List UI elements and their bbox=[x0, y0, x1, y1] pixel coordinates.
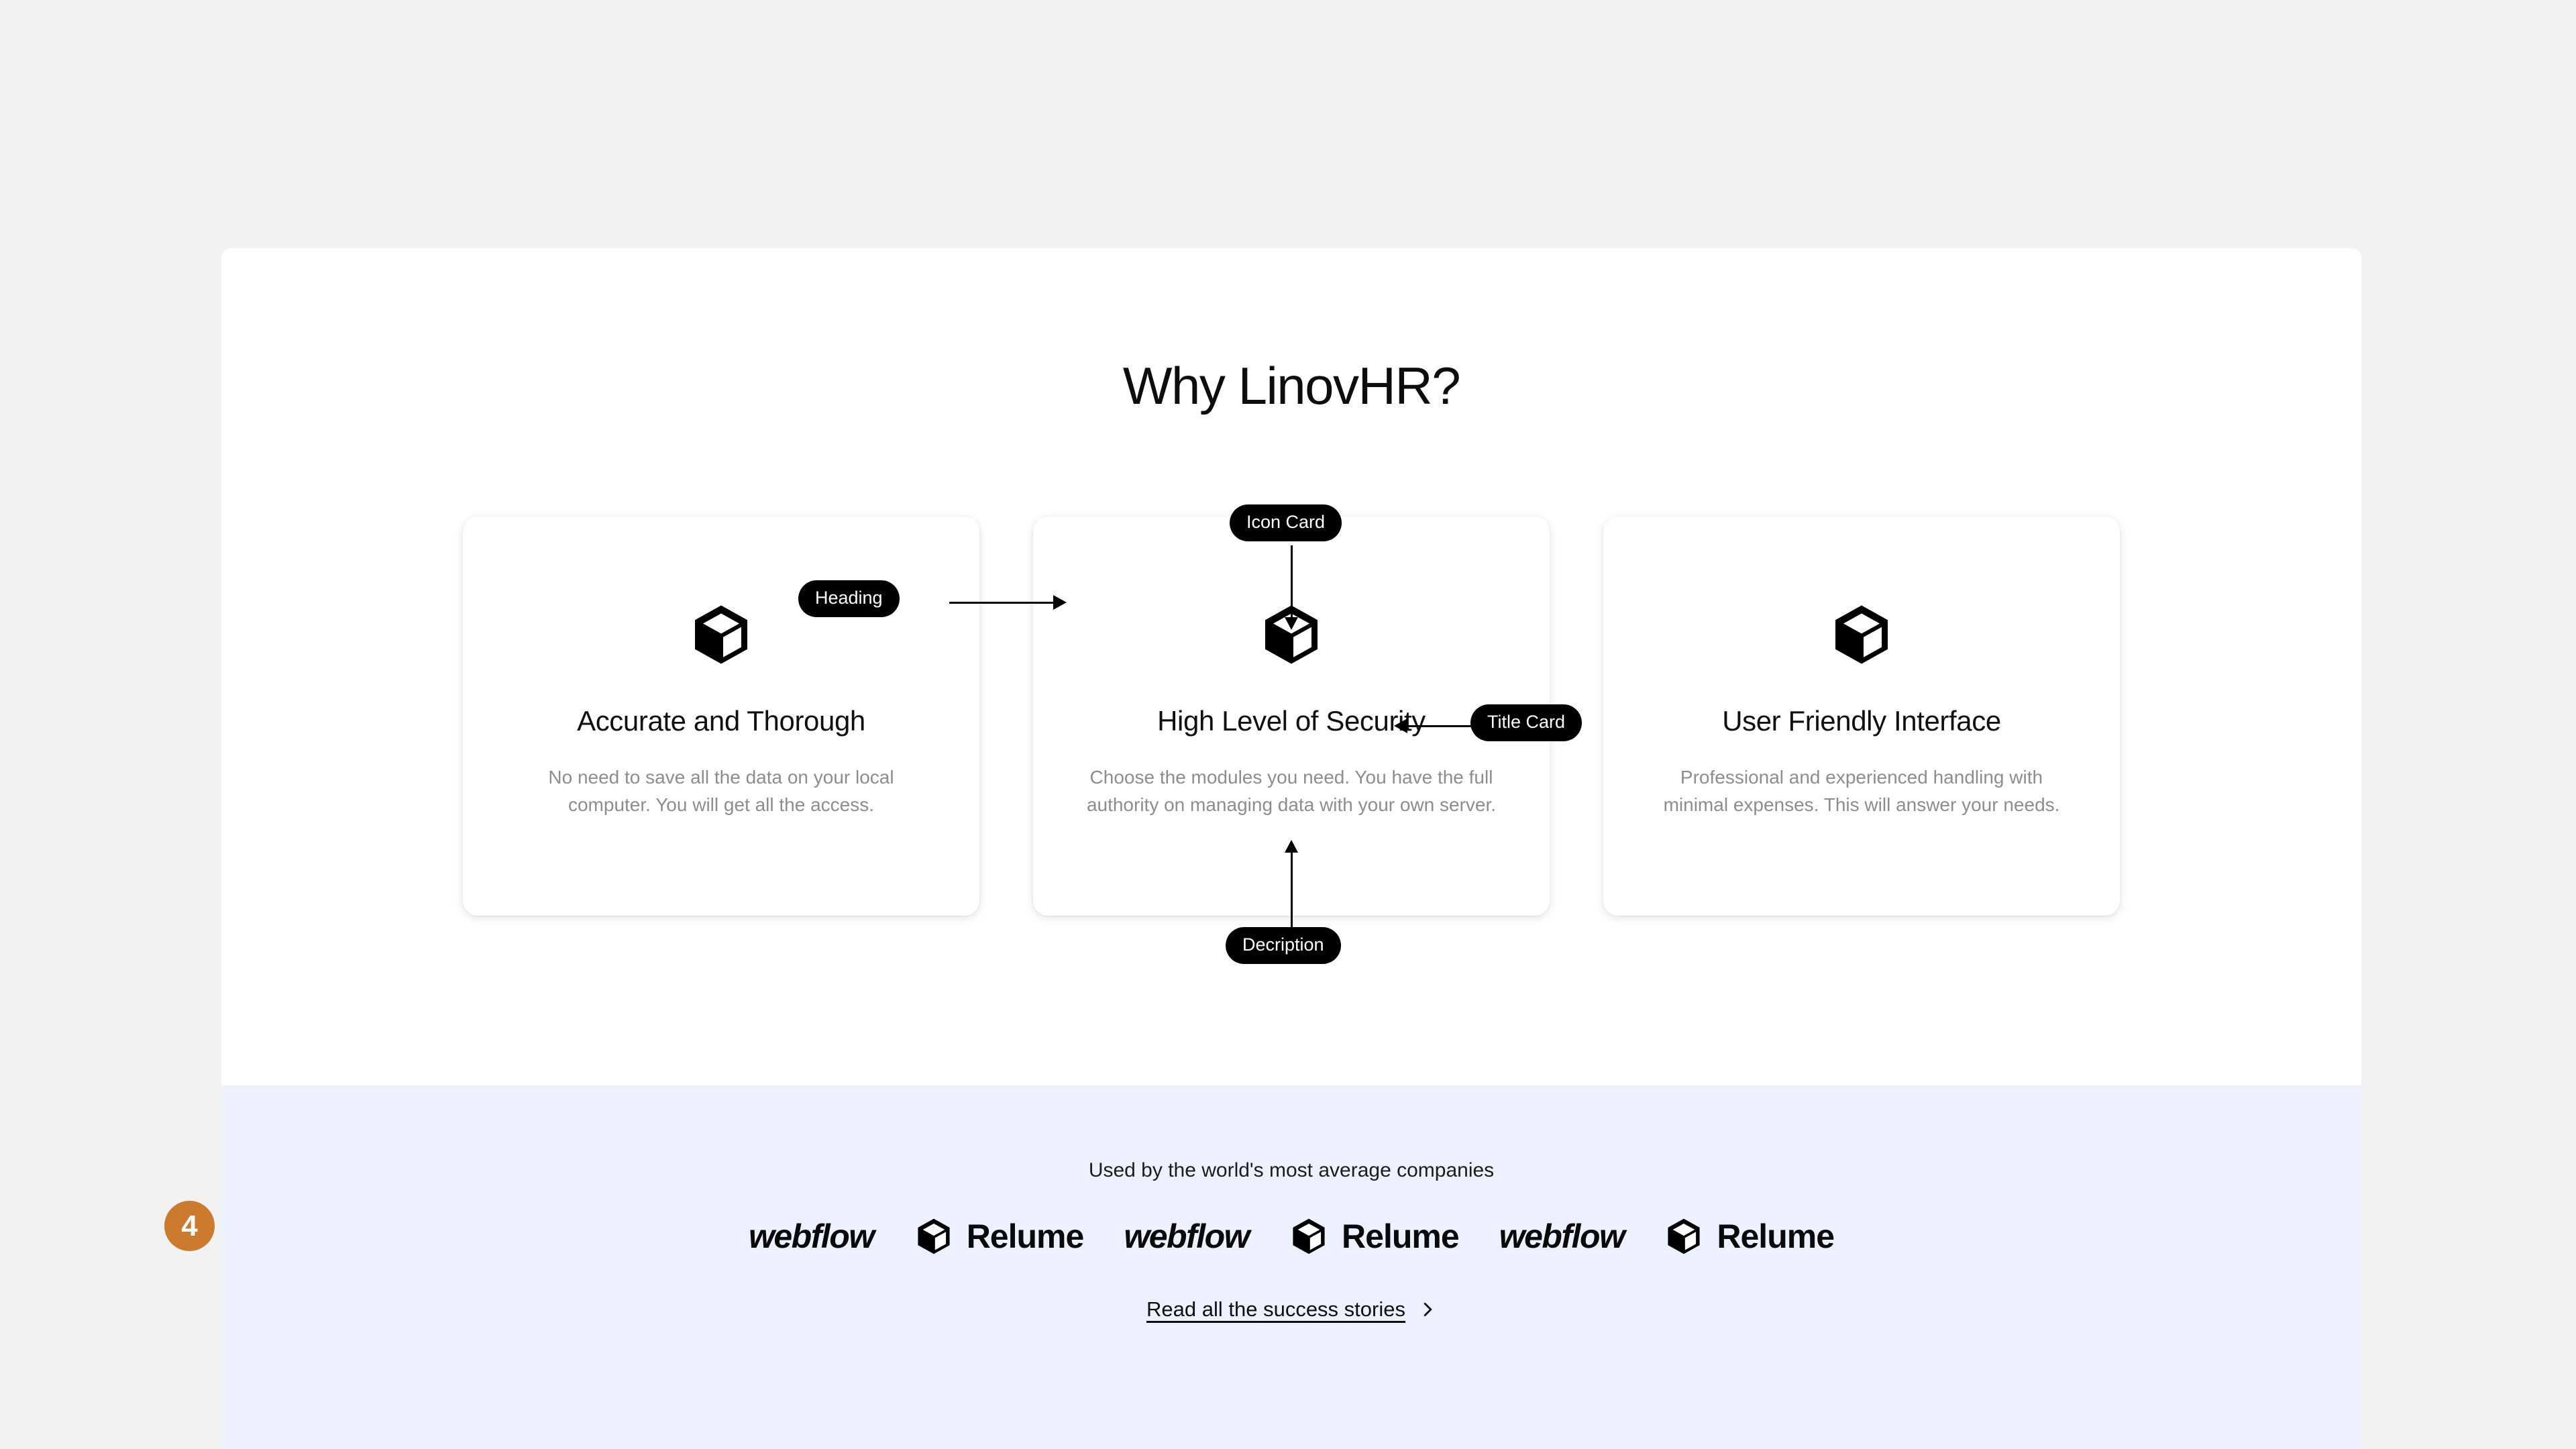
client-logo-webflow[interactable]: webflow bbox=[1124, 1217, 1250, 1256]
cube-icon bbox=[1835, 605, 1888, 664]
annotation-pill-title-card: Title Card bbox=[1470, 704, 1582, 741]
annotation-arrowhead-description bbox=[1285, 840, 1298, 853]
webflow-wordmark: webflow bbox=[748, 1218, 875, 1255]
annotation-line-title-card bbox=[1407, 725, 1474, 727]
annotation-pill-heading: Heading bbox=[798, 580, 900, 617]
feature-card-title: User Friendly Interface bbox=[1722, 705, 2001, 737]
cube-icon bbox=[918, 1218, 950, 1254]
client-logo-webflow[interactable]: webflow bbox=[748, 1217, 875, 1256]
feature-card-description: Professional and experienced handling wi… bbox=[1663, 767, 2060, 815]
success-stories-row: Read all the success stories bbox=[221, 1297, 2361, 1322]
clients-section: Used by the world's most average compani… bbox=[221, 1085, 2361, 1449]
client-logo-row: webflow Relume webflow Relume webflow bbox=[221, 1217, 2361, 1256]
annotation-arrowhead-title-card bbox=[1394, 718, 1407, 733]
feature-card-title: High Level of Security bbox=[1157, 705, 1426, 737]
annotation-arrowhead-icon-card bbox=[1285, 617, 1298, 630]
cube-icon bbox=[1265, 605, 1318, 664]
cube-icon bbox=[1668, 1218, 1700, 1254]
client-logo-relume[interactable]: Relume bbox=[914, 1217, 1084, 1256]
feature-card-description: No need to save all the data on your loc… bbox=[548, 767, 894, 815]
annotation-line-description bbox=[1291, 852, 1293, 927]
feature-card[interactable]: User Friendly Interface Professional and… bbox=[1603, 517, 2120, 916]
cube-icon bbox=[695, 605, 747, 664]
annotation-pill-icon-card: Icon Card bbox=[1230, 504, 1342, 541]
client-logo-webflow[interactable]: webflow bbox=[1499, 1217, 1625, 1256]
annotation-pill-description: Decription bbox=[1226, 927, 1341, 964]
annotation-line-heading bbox=[949, 602, 1053, 604]
cube-icon bbox=[1293, 1218, 1325, 1254]
client-logo-relume[interactable]: Relume bbox=[1664, 1217, 1835, 1256]
page-title: Why LinovHR? bbox=[1122, 356, 1461, 415]
webflow-wordmark: webflow bbox=[1499, 1218, 1625, 1255]
relume-wordmark: Relume bbox=[966, 1218, 1085, 1255]
annotation-arrowhead-heading bbox=[1053, 595, 1067, 610]
relume-wordmark: Relume bbox=[1717, 1218, 1835, 1255]
feature-card-description: Choose the modules you need. You have th… bbox=[1086, 767, 1497, 815]
success-stories-link[interactable]: Read all the success stories bbox=[1146, 1297, 1405, 1321]
chevron-right-icon[interactable] bbox=[1419, 1301, 1436, 1318]
feature-card-title: Accurate and Thorough bbox=[577, 705, 865, 737]
client-logo-relume[interactable]: Relume bbox=[1289, 1217, 1460, 1256]
clients-caption: Used by the world's most average compani… bbox=[1088, 1159, 1495, 1181]
annotation-line-icon-card bbox=[1291, 545, 1293, 619]
webflow-wordmark: webflow bbox=[1124, 1218, 1250, 1255]
step-badge: 4 bbox=[164, 1201, 215, 1251]
feature-card[interactable]: Accurate and Thorough No need to save al… bbox=[463, 517, 979, 916]
heading-row: Why LinovHR? bbox=[221, 356, 2361, 417]
relume-wordmark: Relume bbox=[1342, 1218, 1460, 1255]
